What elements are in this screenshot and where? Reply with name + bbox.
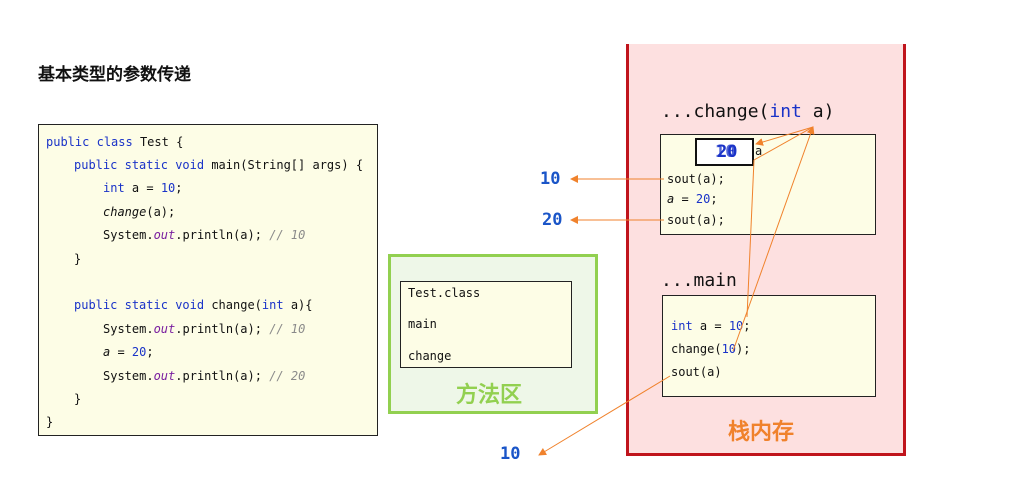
variable-a-old-value: 10 (715, 142, 736, 162)
change-frame-line-1: sout(a); (667, 172, 725, 186)
arrow-main-sout-to-output (538, 375, 671, 456)
output-value-3: 10 (500, 444, 521, 464)
page-title: 基本类型的参数传递 (38, 65, 191, 85)
arrow-param-to-varbox (755, 126, 814, 146)
code-listing (38, 124, 378, 436)
variable-a-name: a (755, 144, 763, 158)
main-frame (662, 295, 876, 397)
code-line-3: int a = 10; (103, 181, 183, 195)
stack-memory-label: 栈内存 (728, 420, 795, 445)
code-line-1: public class Test { (46, 135, 184, 149)
variable-a-box (695, 138, 754, 166)
method-main: main (408, 317, 437, 331)
code-line-12: } (46, 415, 54, 429)
output-value-1: 10 (540, 169, 561, 189)
class-name: Test.class (408, 286, 481, 300)
arrow-assign-to-variable (753, 126, 814, 161)
code-line-9: a = 20; (103, 345, 154, 359)
main-frame-line-1: int a = 10; (671, 319, 751, 333)
code-line-11: } (74, 392, 82, 406)
change-frame-line-2: a = 20; (667, 192, 718, 206)
main-frame-line-3: sout(a) (671, 365, 722, 379)
variable-a-new-value: 20 (717, 142, 738, 162)
output-value-2: 20 (542, 210, 563, 230)
arrow-change-call-to-frame (746, 159, 755, 318)
change-frame-line-3: sout(a); (667, 213, 725, 227)
class-box (400, 281, 572, 368)
code-line-7: public static void change(int a){ (74, 298, 313, 312)
change-frame-title: ...change(int a) (661, 101, 835, 122)
code-line-8: System.out.println(a); // 10 (103, 322, 306, 336)
code-line-2: public static void main(String[] args) { (74, 158, 364, 172)
method-change: change (408, 349, 452, 363)
code-line-4: change(a); (103, 205, 176, 219)
main-frame-title: ...main (661, 270, 737, 291)
arrow-argument-to-parameter (732, 126, 815, 352)
code-line-10: System.out.println(a); // 20 (103, 369, 306, 383)
code-line-6: } (74, 252, 82, 266)
main-frame-line-2: change(10); (671, 342, 751, 356)
code-line-5: System.out.println(a); // 10 (103, 228, 306, 242)
method-area-label: 方法区 (456, 383, 523, 408)
